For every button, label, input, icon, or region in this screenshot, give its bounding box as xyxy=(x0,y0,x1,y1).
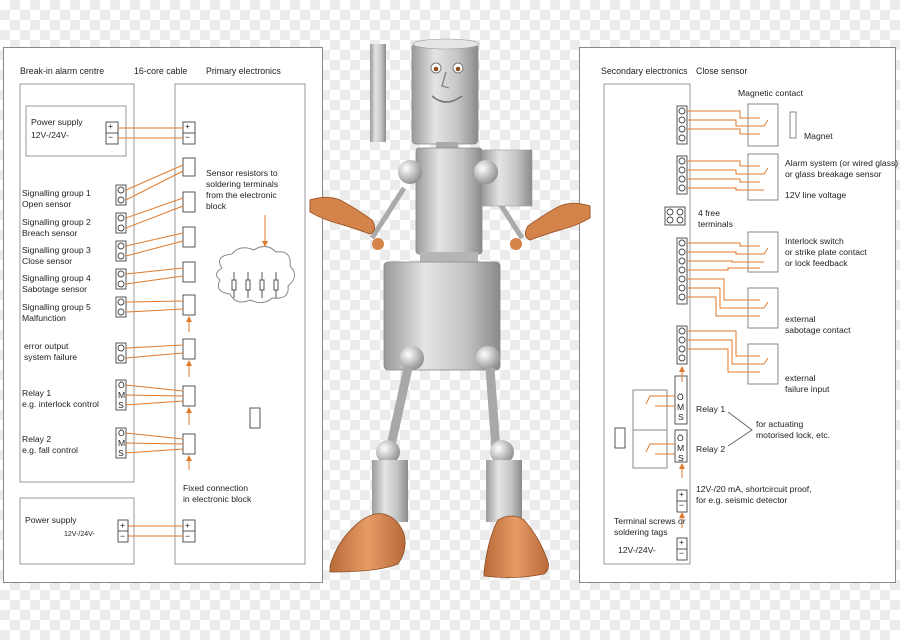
left-panel xyxy=(3,47,323,583)
o-symbol: Ö xyxy=(677,392,684,402)
relay2-box xyxy=(632,429,668,469)
magnetic-contact-box xyxy=(747,103,779,147)
minus-symbol: − xyxy=(185,531,191,541)
bottom-power-box xyxy=(19,497,135,565)
m-symbol: M xyxy=(118,438,126,448)
sensor-note-l2: soldering terminals xyxy=(206,179,279,189)
interlock-l2: or strike plate contact xyxy=(785,247,867,257)
o-symbol: Ö xyxy=(677,433,684,443)
plus-symbol: + xyxy=(108,121,114,131)
top-power-box xyxy=(25,105,127,157)
ext-sabotage-l2: sabotage contact xyxy=(785,325,851,335)
terminal-l2: soldering tags xyxy=(614,527,668,537)
ext-sabotage-l1: external xyxy=(785,314,816,324)
minus-symbol: − xyxy=(679,500,685,510)
m-symbol: M xyxy=(118,390,126,400)
right-wires xyxy=(645,110,769,528)
power-top-voltage: 12V-/24V- xyxy=(31,130,69,140)
plus-symbol: + xyxy=(120,520,126,530)
terminal-l1: Terminal screws or xyxy=(614,516,686,526)
sensor-note-l1: Sensor resistors to xyxy=(206,168,278,178)
header-close: Close sensor xyxy=(696,66,748,76)
group-4-line1: Signalling group 4 xyxy=(22,273,91,283)
plus-symbol: + xyxy=(679,537,685,547)
s-symbol: S xyxy=(678,453,684,463)
header-break-in: Break-in alarm centre xyxy=(20,66,105,76)
ext-failure-l1: external xyxy=(785,373,816,383)
free-l1: 4 free xyxy=(698,208,720,218)
group-1-line2: Open sensor xyxy=(22,199,72,209)
header-primary: Primary electronics xyxy=(206,66,281,76)
group-1-line1: Signalling group 1 xyxy=(22,188,91,198)
m-symbol: M xyxy=(677,402,685,412)
group-5-line1: Signalling group 5 xyxy=(22,302,91,312)
error-line1: error output xyxy=(24,341,69,351)
group-2-line2: Breach sensor xyxy=(22,228,78,238)
right-relay2: Relay 2 xyxy=(696,444,726,454)
power-bottom-voltage: 12V-/24V- xyxy=(64,531,95,538)
interlock-l1: Interlock switch xyxy=(785,236,844,246)
group-3-line1: Signalling group 3 xyxy=(22,245,91,255)
primary-electronics-box xyxy=(174,83,306,565)
power-top-label: Power supply xyxy=(31,117,83,127)
group-2-line1: Signalling group 2 xyxy=(22,217,91,227)
alarm-l2: or glass breakage sensor xyxy=(785,169,882,179)
error-line2: system failure xyxy=(24,352,78,362)
left-wires xyxy=(118,127,268,537)
header-secondary: Secondary electronics xyxy=(601,66,688,76)
actuating-l1: for actuating xyxy=(756,419,804,429)
magnetic-contact-label: Magnetic contact xyxy=(738,88,803,98)
group-5-line2: Malfunction xyxy=(22,313,66,323)
fixed-l2: in electronic block xyxy=(183,494,252,504)
ext-failure-l2: failure input xyxy=(785,384,830,394)
alarm-l1: Alarm system (or wired glass) xyxy=(785,158,899,168)
relay1-line1: Relay 1 xyxy=(22,388,52,398)
sensor-note-l3: from the electronic xyxy=(206,190,277,200)
o-symbol: Ö xyxy=(118,380,125,390)
fixed-l1: Fixed connection xyxy=(183,483,248,493)
minus-symbol: − xyxy=(185,132,191,142)
s-symbol: S xyxy=(678,412,684,422)
actuating-l2: motorised lock, etc. xyxy=(756,430,831,440)
group-4-line2: Sabotage sensor xyxy=(22,284,87,294)
s-symbol: S xyxy=(118,448,124,458)
robot-mascot xyxy=(309,38,591,578)
right-panel xyxy=(579,47,896,583)
s-symbol: S xyxy=(118,400,124,410)
m-symbol: M xyxy=(677,443,685,453)
right-terminals xyxy=(614,105,688,561)
relay2-line2: e.g. fall control xyxy=(22,445,78,455)
o-symbol: Ö xyxy=(118,428,125,438)
header-cable: 16-core cable xyxy=(134,66,188,76)
sensor-note-l4: block xyxy=(206,201,227,211)
secondary-electronics-box xyxy=(603,83,691,565)
primary-terminals xyxy=(182,157,261,543)
minus-symbol: − xyxy=(108,132,114,142)
plus-symbol: + xyxy=(679,489,685,499)
plus-symbol: + xyxy=(185,121,191,131)
magnet-label: Magnet xyxy=(804,131,833,141)
current-l1: 12V-/20 mA, shortcircuit proof, xyxy=(696,484,812,494)
voltage-bottom: 12V-/24V- xyxy=(618,545,656,555)
relay1-line2: e.g. interlock control xyxy=(22,399,99,409)
group-terminals xyxy=(115,184,127,459)
current-l2: for e.g. seismic detector xyxy=(696,495,788,505)
minus-symbol: − xyxy=(679,548,685,558)
resistor-cloud xyxy=(216,246,295,304)
interlock-l3: or lock feedback xyxy=(785,258,848,268)
free-l2: terminals xyxy=(698,219,733,229)
relay2-line1: Relay 2 xyxy=(22,434,52,444)
plus-symbol: + xyxy=(185,520,191,530)
group-3-line2: Close sensor xyxy=(22,256,73,266)
right-relay1: Relay 1 xyxy=(696,404,726,414)
minus-symbol: − xyxy=(120,531,126,541)
magnet-block xyxy=(789,111,797,139)
power-bottom-label: Power supply xyxy=(25,515,77,525)
line-voltage: 12V line voltage xyxy=(785,190,847,200)
